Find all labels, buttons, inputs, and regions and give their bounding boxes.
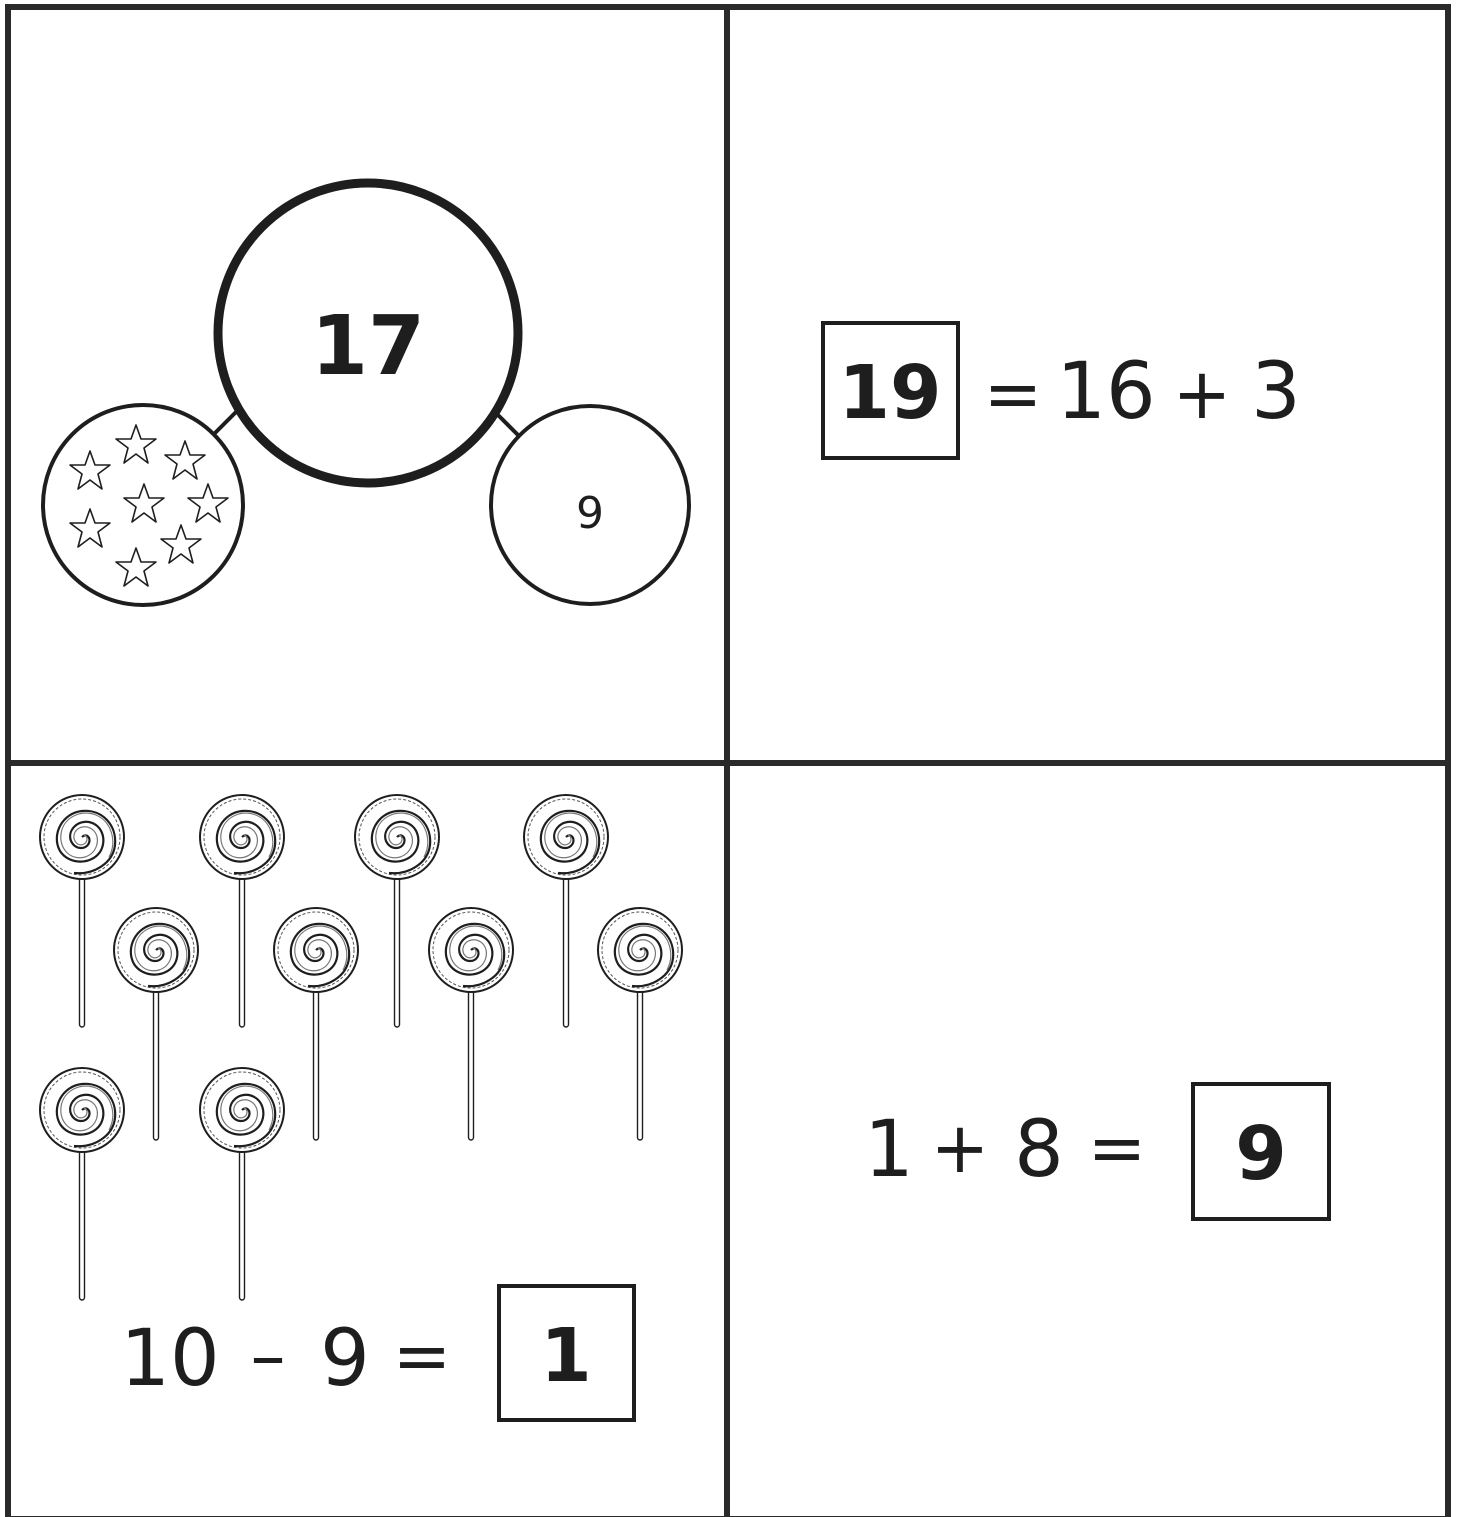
lollipop-group bbox=[40, 795, 682, 1300]
answer-number: 1 bbox=[540, 1313, 592, 1399]
minuend: 10 bbox=[120, 1314, 219, 1404]
plus-sign: + bbox=[931, 1107, 990, 1189]
worksheet-grid bbox=[8, 7, 1448, 1517]
swirl-lollipop-icon bbox=[40, 795, 124, 1027]
subtrahend: 9 bbox=[320, 1314, 370, 1404]
addend-2: 8 bbox=[1014, 1105, 1064, 1195]
swirl-lollipop-icon bbox=[40, 1068, 124, 1300]
swirl-lollipop-icon bbox=[200, 795, 284, 1027]
plus-sign: + bbox=[1173, 353, 1232, 435]
swirl-lollipop-icon bbox=[429, 908, 513, 1140]
bond-part-number: 9 bbox=[576, 488, 604, 539]
number-bond-panel: 17 9 bbox=[43, 183, 689, 605]
bond-whole-number: 17 bbox=[311, 299, 425, 394]
equals-sign: = bbox=[393, 1315, 452, 1397]
minus-sign: – bbox=[251, 1315, 286, 1397]
addition-panel-bottom: 1 + 8 = 9 bbox=[864, 1084, 1329, 1219]
subtraction-panel: 10 – 9 = 1 bbox=[40, 795, 682, 1420]
answer-number: 19 bbox=[839, 350, 942, 436]
swirl-lollipop-icon bbox=[114, 908, 198, 1140]
bond-connector-left bbox=[214, 410, 238, 434]
bond-connector-right bbox=[497, 414, 519, 436]
swirl-lollipop-icon bbox=[200, 1068, 284, 1300]
addend-1: 1 bbox=[864, 1105, 914, 1195]
swirl-lollipop-icon bbox=[274, 908, 358, 1140]
swirl-lollipop-icon bbox=[524, 795, 608, 1027]
answer-number: 9 bbox=[1235, 1111, 1287, 1197]
swirl-lollipop-icon bbox=[355, 795, 439, 1027]
equals-sign: = bbox=[1088, 1107, 1147, 1189]
addend-2: 3 bbox=[1251, 347, 1301, 437]
addend-1: 16 bbox=[1056, 347, 1155, 437]
equals-sign: = bbox=[984, 353, 1043, 435]
addition-panel-top: 19 = 16 + 3 bbox=[823, 323, 1301, 458]
swirl-lollipop-icon bbox=[598, 908, 682, 1140]
